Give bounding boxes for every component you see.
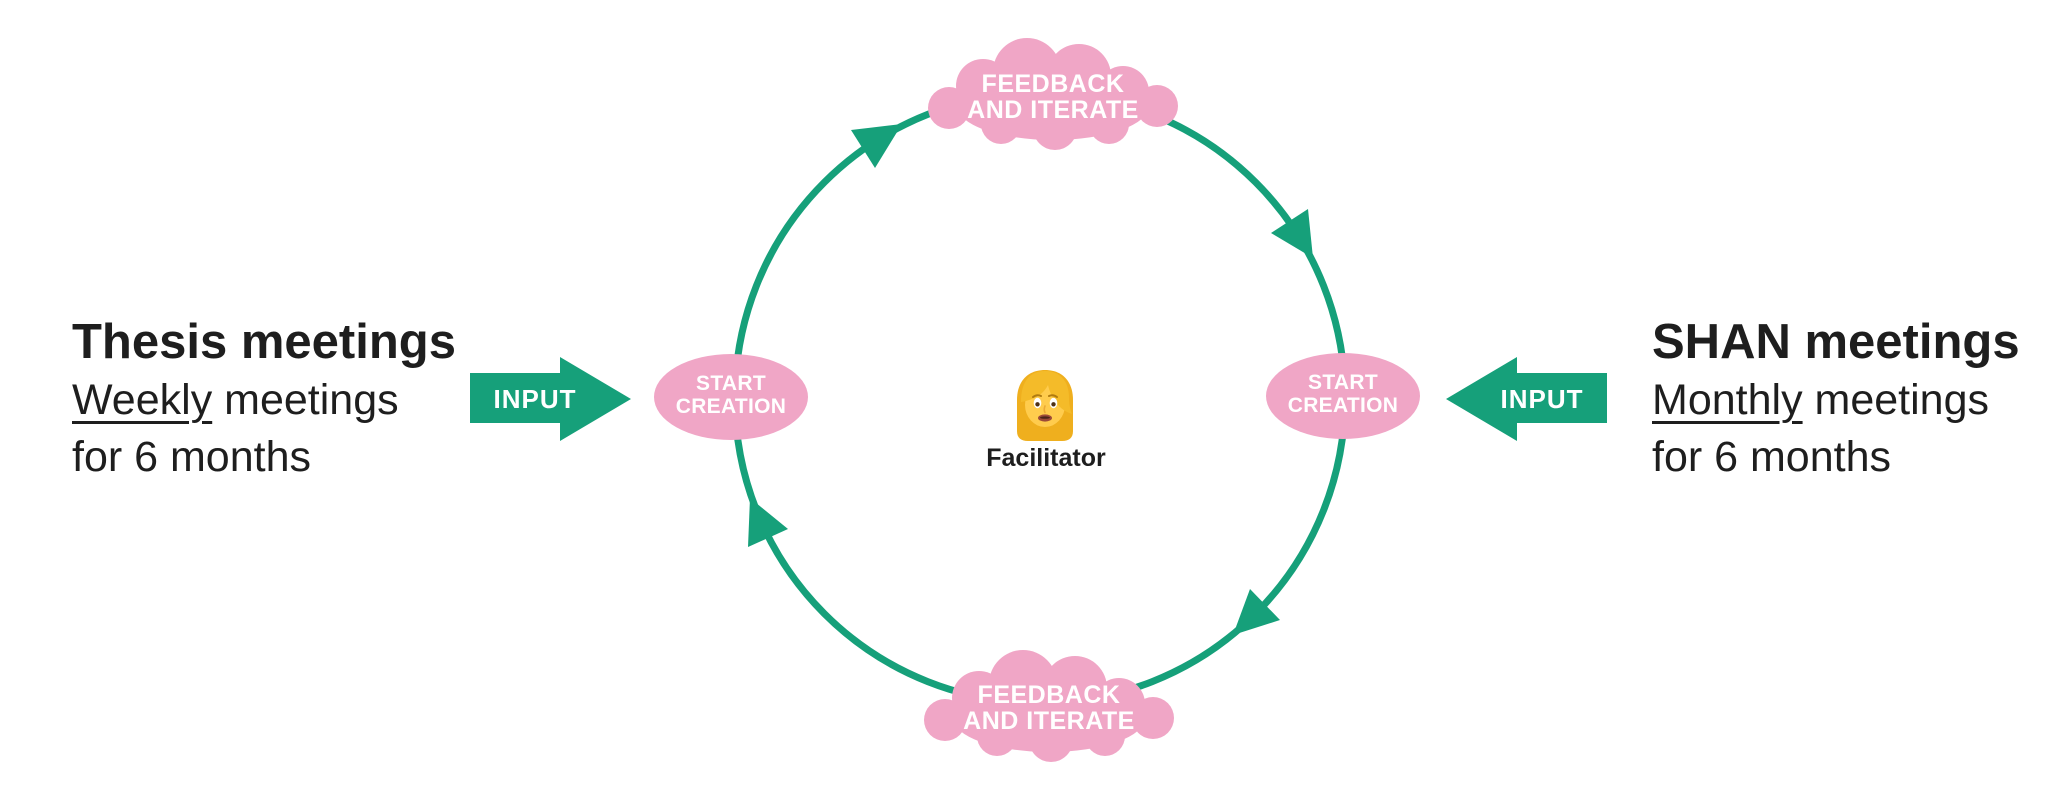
shan-meetings-panel: SHAN meetings Monthly meetings for 6 mon… — [1652, 312, 2020, 486]
cycle-arrowhead-bottom-right-icon — [1233, 589, 1280, 635]
start-creation-left-line1: START — [696, 372, 766, 395]
cloud-shape-icon — [924, 650, 1174, 762]
woman-emoji-icon — [1017, 370, 1073, 441]
thesis-frequency-rest: meetings — [212, 376, 399, 424]
thesis-meetings-panel: Thesis meetings Weekly meetings for 6 mo… — [72, 312, 456, 486]
thesis-duration-line: for 6 months — [72, 433, 311, 481]
left-block-arrow-icon — [1446, 357, 1607, 441]
shan-frequency-line: Monthly meetings — [1652, 372, 2020, 429]
facilitator-label: Facilitator — [986, 444, 1106, 472]
shan-duration-line: for 6 months — [1652, 433, 1891, 481]
input-arrow-right-label: INPUT — [1501, 384, 1584, 414]
feedback-cloud-top-line1: FEEDBACK — [982, 70, 1125, 98]
feedback-cloud-top-line2: AND ITERATE — [967, 96, 1139, 124]
input-arrow-left: INPUT — [470, 357, 631, 441]
right-block-arrow-icon — [470, 357, 631, 441]
input-arrow-left-label: INPUT — [494, 384, 577, 414]
start-creation-right-line1: START — [1308, 371, 1378, 394]
start-creation-node-left: START CREATION — [654, 354, 808, 440]
feedback-cloud-bottom-line2: AND ITERATE — [963, 707, 1135, 735]
shan-panel-title: SHAN meetings — [1652, 315, 2020, 369]
cloud-shape-icon — [928, 38, 1178, 150]
start-creation-node-right: START CREATION — [1266, 353, 1420, 439]
start-creation-left-line2: CREATION — [676, 395, 787, 418]
shan-frequency-rest: meetings — [1802, 376, 1990, 424]
ellipse-shape — [1266, 353, 1420, 439]
shan-frequency-word: Monthly — [1652, 376, 1803, 424]
feedback-cloud-top: FEEDBACK AND ITERATE — [928, 38, 1178, 150]
thesis-panel-title: Thesis meetings — [72, 315, 456, 369]
ellipse-shape — [654, 354, 808, 440]
thesis-frequency-line: Weekly meetings — [72, 372, 456, 429]
feedback-cloud-bottom: FEEDBACK AND ITERATE — [924, 650, 1174, 762]
feedback-cloud-bottom-line1: FEEDBACK — [978, 681, 1121, 709]
cycle-arrowhead-top-right-icon — [1271, 209, 1313, 258]
cycle-arrowhead-top-left-icon — [851, 124, 902, 168]
cycle-arrowhead-bottom-left-icon — [748, 498, 788, 547]
thesis-frequency-word: Weekly — [72, 376, 213, 424]
input-arrow-right: INPUT — [1446, 357, 1607, 441]
start-creation-right-line2: CREATION — [1288, 394, 1399, 417]
